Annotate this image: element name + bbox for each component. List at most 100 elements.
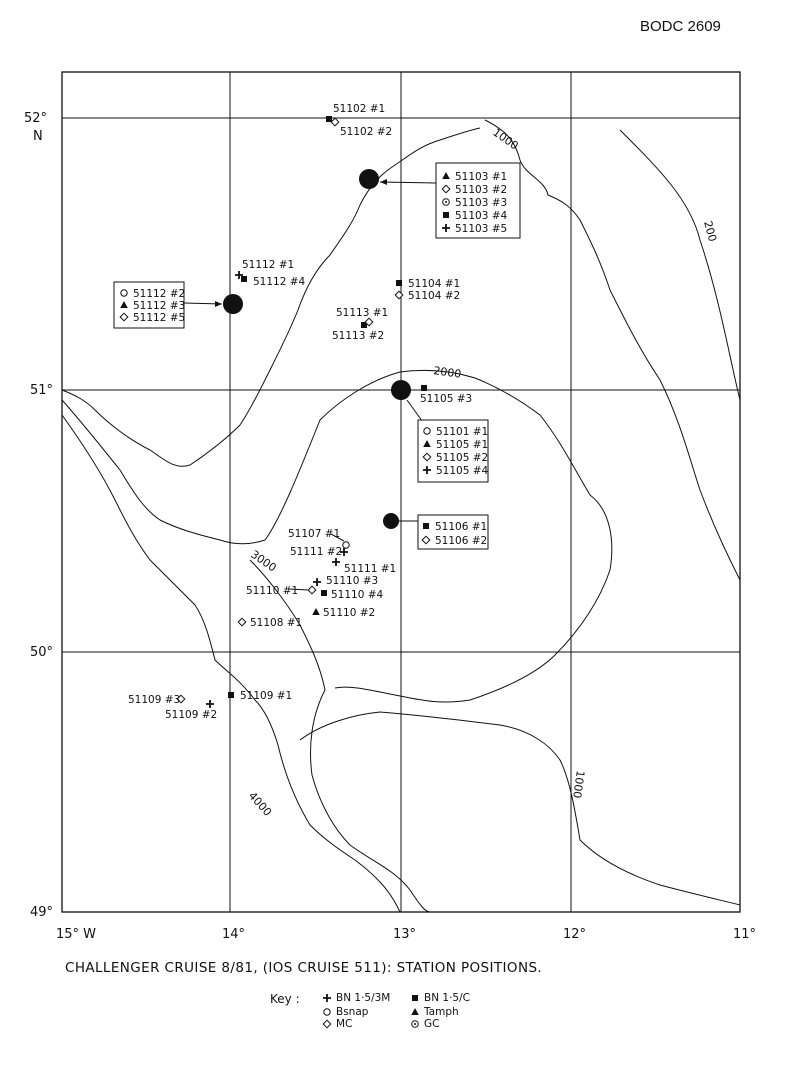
box-51106-item: 51106 #1 (435, 521, 487, 533)
station-label-51110-4: 51110 #4 (331, 589, 384, 601)
legend-label: Bsnap (336, 1006, 369, 1018)
legend-item: Tamph (410, 1006, 459, 1018)
lon-label-14: 14° (222, 927, 245, 942)
station-label-51105-3: 51105 #3 (420, 393, 472, 405)
legend-label: GC (424, 1018, 440, 1030)
box-51103: 51103 #1 51103 #2 51103 #3 51103 #4 5110… (435, 162, 521, 239)
station-label-51113-2: 51113 #2 (332, 330, 384, 342)
station-marker (421, 385, 427, 391)
box-51112-item: 51112 #5 (133, 312, 185, 324)
document-id: BODC 2609 (640, 18, 721, 35)
box-51103-item: 51103 #4 (455, 210, 508, 222)
group-marker-51103 (359, 169, 379, 189)
lon-label-15w: 15° W (56, 927, 96, 942)
station-labels: 51102 #1 51102 #2 51112 #1 51112 #4 5110… (128, 103, 472, 721)
plus-icon (323, 994, 331, 1002)
legend-item: GC (410, 1018, 439, 1030)
contour-label-2000: 2000 (433, 364, 463, 381)
box-51103-item: 51103 #1 (455, 171, 507, 183)
box-51103-item: 51103 #3 (455, 197, 507, 209)
legend-item: BN 1·5/C (410, 992, 470, 1004)
station-label-51109-3: 51109 #3 (128, 694, 180, 706)
legend-item: Bsnap (322, 1006, 368, 1018)
circle-dot-icon (411, 1020, 419, 1028)
lat-label-50: 50° (30, 645, 53, 660)
box-51105-item: 51105 #2 (436, 452, 488, 464)
station-label-51111-1: 51111 #1 (344, 563, 396, 575)
legend-label: BN 1·5/C (424, 992, 470, 1004)
station-label-51109-1: 51109 #1 (240, 690, 292, 702)
contour-1000-south (299, 711, 741, 906)
station-marker (241, 276, 247, 282)
square-icon (412, 995, 418, 1001)
legend-label: MC (336, 1018, 353, 1030)
station-label-51111-2: 51111 #2 (290, 546, 342, 558)
station-marker (331, 557, 341, 567)
station-label-51112-4: 51112 #4 (253, 276, 306, 288)
station-label-51110-1: 51110 #1 (246, 585, 298, 597)
legend-label: BN 1·5/3M (336, 992, 391, 1004)
contour-label-3000: 3000 (248, 548, 278, 575)
station-marker (330, 117, 340, 127)
box-51105-item: 51105 #4 (436, 465, 489, 477)
station-marker (326, 116, 332, 122)
contour-3000 (61, 414, 401, 913)
lat-label-51: 51° (30, 383, 53, 398)
station-label-51104-1: 51104 #1 (408, 278, 460, 290)
station-label-51113-1: 51113 #1 (336, 307, 388, 319)
contour-label-1000-south: 1000 (570, 770, 587, 800)
station-marker (396, 280, 402, 286)
box-51103-item: 51103 #5 (455, 223, 507, 235)
box-51103-item: 51103 #2 (455, 184, 507, 196)
station-label-51104-2: 51104 #2 (408, 290, 460, 302)
station-marker (312, 608, 320, 615)
box-51112-item: 51112 #2 (133, 288, 185, 300)
contour-label-200: 200 (701, 219, 719, 243)
station-label-51102-1: 51102 #1 (333, 103, 385, 115)
lat-label-49: 49° (30, 905, 53, 920)
contour-1000-main (61, 127, 481, 467)
station-marker (321, 590, 327, 596)
station-marker (312, 577, 322, 587)
lat-hemisphere: N (33, 129, 43, 144)
station-label-51108-1: 51108 #1 (250, 617, 302, 629)
lon-label-11: 11° (733, 927, 756, 942)
axis-labels: 15° W 14° 13° 12° 11° 52° N 51° 50° 49° (24, 111, 756, 942)
circle-icon (323, 1008, 331, 1016)
station-groups (183, 169, 437, 529)
contour-200 (619, 129, 741, 401)
box-51105-item: 51105 #1 (436, 439, 488, 451)
station-marker (342, 541, 350, 549)
legend: Key : BN 1·5/3M Bsnap MC BN 1·5/C Tamph … (270, 990, 530, 1050)
station-label-51109-2: 51109 #2 (165, 709, 217, 721)
box-51105-item: 51101 #1 (436, 426, 488, 438)
triangle-icon (411, 1008, 419, 1015)
box-51105: 51101 #1 51105 #1 51105 #2 51105 #4 (417, 419, 489, 483)
station-marker (228, 692, 234, 698)
box-51106-item: 51106 #2 (435, 535, 487, 547)
station-label-51112-1: 51112 #1 (242, 259, 294, 271)
box-51106: 51106 #1 51106 #2 (417, 514, 489, 550)
bathymetry-contours (61, 119, 741, 913)
station-label-51110-3: 51110 #3 (326, 575, 378, 587)
station-marker (237, 617, 247, 627)
station-label-51110-2: 51110 #2 (323, 607, 375, 619)
station-map: 1000 200 2000 3000 4000 1000 15° W 14° 1… (24, 71, 756, 942)
lon-label-13: 13° (393, 927, 416, 942)
contour-label-4000: 4000 (246, 789, 274, 819)
contour-1000-north (484, 119, 741, 581)
station-label-51107-1: 51107 #1 (288, 528, 340, 540)
station-label-51102-2: 51102 #2 (340, 126, 392, 138)
legend-item: BN 1·5/3M (322, 992, 390, 1004)
figure-caption: CHALLENGER CRUISE 8/81, (IOS CRUISE 511)… (65, 960, 543, 976)
legend-item: MC (322, 1018, 352, 1030)
group-marker-51112 (223, 294, 243, 314)
box-51112: 51112 #2 51112 #3 51112 #5 (113, 281, 185, 329)
graticule (62, 72, 740, 912)
contour-2000 (61, 369, 613, 703)
station-symbols (176, 116, 427, 709)
station-marker (394, 290, 404, 300)
group-marker-51105 (391, 380, 411, 400)
group-marker-51106 (383, 513, 399, 529)
diamond-icon (322, 1019, 332, 1029)
